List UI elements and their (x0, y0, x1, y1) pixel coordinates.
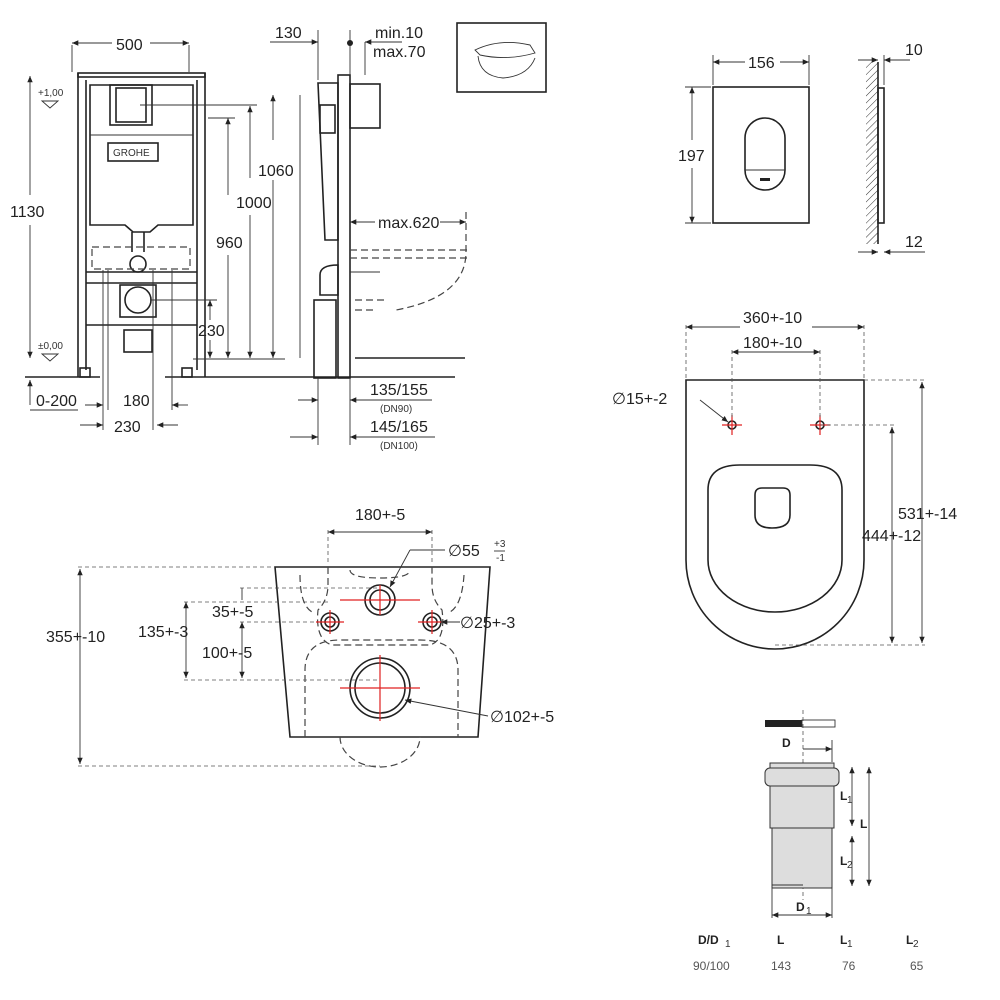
dim-bolt-height: 135+-3 (138, 624, 188, 641)
table-header-L2: L (906, 933, 913, 947)
inlet-tolerance-plus: +3 (494, 539, 506, 550)
dim-plate-width: 156 (748, 55, 775, 72)
level-zero: ±0,00 (38, 341, 63, 352)
label-pipe-D1: D (796, 900, 805, 914)
dim-seat-hinge-length: 444+-12 (862, 528, 921, 545)
flush-plate-view: 156 197 10 12 (678, 42, 925, 255)
label-dn90: (DN90) (380, 404, 412, 415)
table-header-d-d1-sub: 1 (725, 939, 731, 950)
wc-thumbnail-icon (456, 22, 547, 93)
label-pipe-L2-sub: 2 (847, 860, 853, 871)
brand-logo: GROHE (113, 148, 150, 159)
pipe-dimension-table: D/D 1 L L 1 L 2 90/100 143 76 65 (693, 933, 924, 973)
dim-bowl-bolt-spacing: 180+-5 (355, 507, 405, 524)
frame-dimensions: 500 1130 +1,00 ±0,00 960 1000 1060 230 0… (10, 37, 294, 436)
table-value-d-d1: 90/100 (693, 959, 730, 973)
dim-bolt-230: 230 (114, 419, 141, 436)
dim-inlet-offset: 35+-5 (212, 604, 253, 621)
dim-plate-height: 197 (678, 148, 705, 165)
pipe-connector-view: D D 1 L 1 L 2 L (764, 710, 872, 918)
table-header-L2-sub: 2 (913, 939, 919, 950)
table-header-L: L (777, 933, 784, 947)
table-value-L: 143 (771, 959, 791, 973)
side-dimensions: 130 min.10 max.70 max.620 135/155 (DN90)… (270, 25, 466, 452)
dim-seat-length: 531+-14 (898, 506, 957, 523)
dim-max-projection: max.620 (378, 215, 439, 232)
dim-hinge-hole: ∅15+-2 (612, 391, 667, 408)
label-pipe-D: D (782, 736, 791, 750)
dim-plate-thickness-bottom: 12 (905, 234, 923, 251)
bowl-mounting-view: 180+-5 ∅55 +3 -1 ∅25+-3 ∅102+-5 35+-5 10… (46, 507, 554, 768)
level-top: +1,00 (38, 88, 64, 99)
label-dn100: (DN100) (380, 441, 418, 452)
dim-plate-min: min.10 (375, 25, 423, 42)
label-pipe-L1: L (840, 789, 847, 803)
dim-width: 500 (116, 37, 143, 54)
dim-outlet-offset: 100+-5 (202, 645, 252, 662)
dim-depth-130: 130 (275, 25, 302, 42)
label-pipe-L: L (860, 817, 867, 831)
label-pipe-L1-sub: 1 (847, 795, 853, 806)
dim-inlet-diameter: ∅55 (448, 543, 480, 560)
dim-drain-dn100: 145/165 (370, 419, 428, 436)
seat-top-view: 360+-10 180+-10 ∅15+-2 531+-14 444+-12 (612, 310, 957, 650)
frame-side-view (299, 30, 468, 445)
dim-height-1000: 1000 (236, 195, 272, 212)
frame-front-view: GROHE (25, 72, 455, 378)
dim-bowl-depth: 355+-10 (46, 629, 105, 646)
table-header-L1: L (840, 933, 847, 947)
dim-height-960: 960 (216, 235, 243, 252)
dim-hinge-spacing: 180+-10 (743, 335, 802, 352)
table-value-L2: 65 (910, 959, 924, 973)
dim-plate-thickness-top: 10 (905, 42, 923, 59)
dim-outlet-diameter: ∅102+-5 (490, 709, 554, 726)
dim-plate-max: max.70 (373, 44, 426, 61)
dim-height-230: 230 (198, 323, 225, 340)
label-pipe-L2: L (840, 854, 847, 868)
label-pipe-D1-sub: 1 (806, 906, 812, 917)
dim-height-total: 1130 (10, 204, 45, 221)
inlet-tolerance-minus: -1 (496, 553, 505, 564)
dim-bolt-hole: ∅25+-3 (460, 615, 515, 632)
dim-drain-dn90: 135/155 (370, 382, 428, 399)
dim-height-1060: 1060 (258, 163, 294, 180)
dim-seat-width: 360+-10 (743, 310, 802, 327)
table-header-L1-sub: 1 (847, 939, 853, 950)
table-header-d-d1: D/D (698, 933, 719, 947)
dim-foot-adjust: 0-200 (36, 393, 77, 410)
dim-bolt-180: 180 (123, 393, 150, 410)
table-value-L1: 76 (842, 959, 856, 973)
